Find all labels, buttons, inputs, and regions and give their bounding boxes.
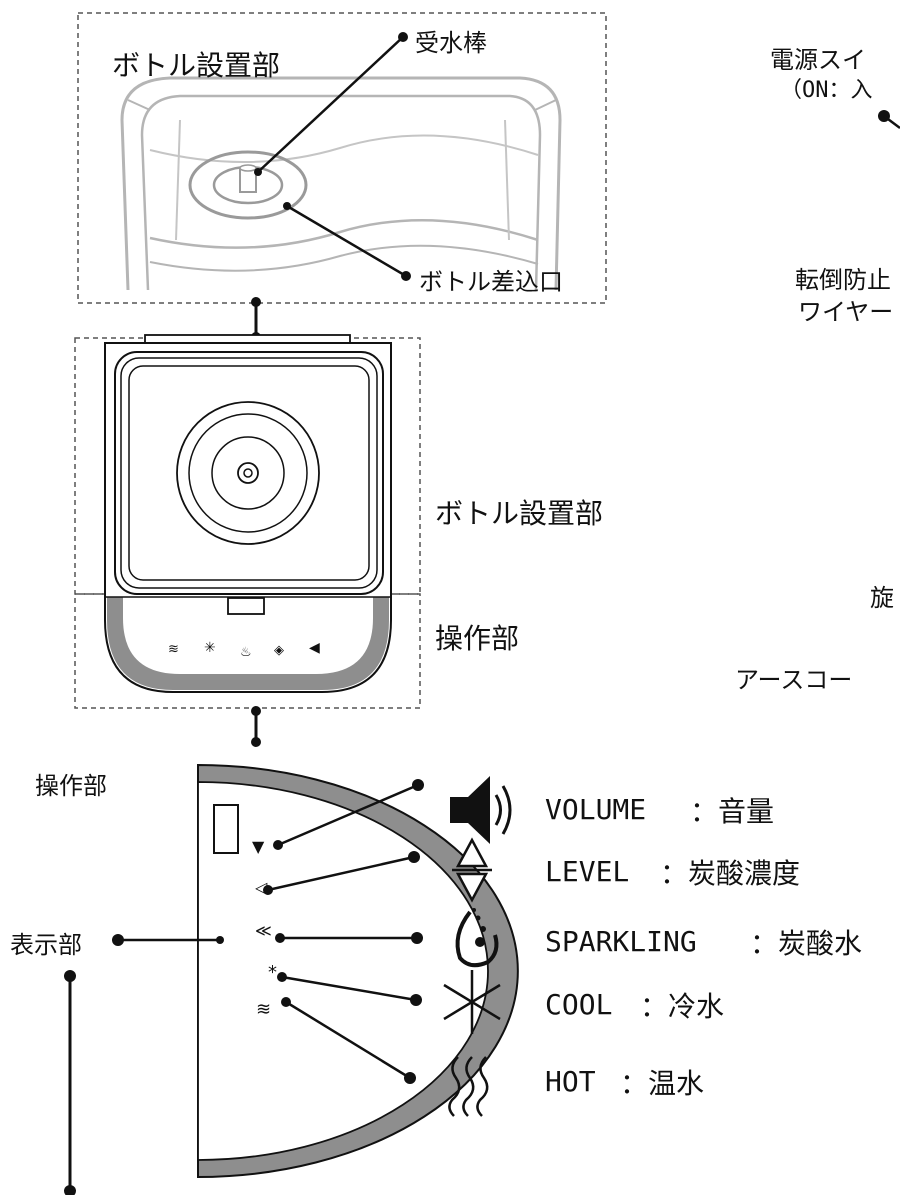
speaker-icon (450, 776, 512, 844)
bottle-slot-label: ボトル差込口 (419, 268, 563, 296)
hot-name: HOT (545, 1065, 596, 1098)
control-section-label: 操作部 (435, 622, 520, 655)
volume-desc: ：音量 (690, 795, 775, 828)
tip-prevention-label: 転倒防止 (795, 266, 891, 294)
bottle-detail-title: ボトル設置部 (112, 49, 281, 82)
mini-level-icon: ◈ (274, 643, 284, 658)
display-label: 表示部 (10, 931, 82, 959)
top-view-figure: ≋ ✳ ♨ ◈ ◀ (74, 334, 421, 709)
sparkling-desc: ：炭酸水 (750, 927, 863, 960)
power-switch-label: 電源スイ (770, 46, 866, 74)
mini-sparkling-icon: ♨ (240, 645, 252, 660)
bubbles-icon (455, 908, 499, 968)
level-icon (452, 837, 492, 903)
sparkling-name: SPARKLING (545, 925, 697, 958)
hot-desc: ：温水 (620, 1067, 705, 1100)
cool-name: COOL (545, 988, 613, 1021)
bottle-section-label: ボトル設置部 (435, 497, 604, 530)
earth-cord-label: アースコー (735, 666, 853, 694)
mini-volume-icon: ◀ (309, 640, 320, 656)
level-desc: ：炭酸濃度 (660, 857, 801, 890)
partial-label: 旋 (870, 584, 894, 612)
connector-middle (251, 706, 261, 747)
panel-cool-icon: * (268, 962, 277, 983)
level-name: LEVEL (545, 855, 630, 888)
wire-label: ワイヤー (798, 298, 894, 326)
control-panel-title: 操作部 (35, 772, 107, 800)
mini-cool-icon: ✳ (204, 640, 216, 656)
cool-desc: ：冷水 (640, 990, 725, 1023)
mini-hot-icon: ≋ (168, 642, 179, 657)
power-on-label: （ON：入 (780, 78, 873, 103)
right-partial-figure (878, 110, 900, 129)
bottle-detail-figure (77, 12, 607, 304)
receiver-rod-label: 受水棒 (415, 29, 487, 57)
panel-hot-icon: ≋ (256, 999, 271, 1020)
heat-waves-icon (448, 1056, 489, 1117)
panel-sparkling-icon: ≪ (255, 921, 272, 940)
control-panel-figure: ▼ ◁ ≪ * ≋ (64, 763, 519, 1195)
panel-volume-icon: ▼ (252, 837, 265, 856)
volume-name: VOLUME (545, 793, 647, 826)
snowflake-icon (443, 970, 501, 1034)
